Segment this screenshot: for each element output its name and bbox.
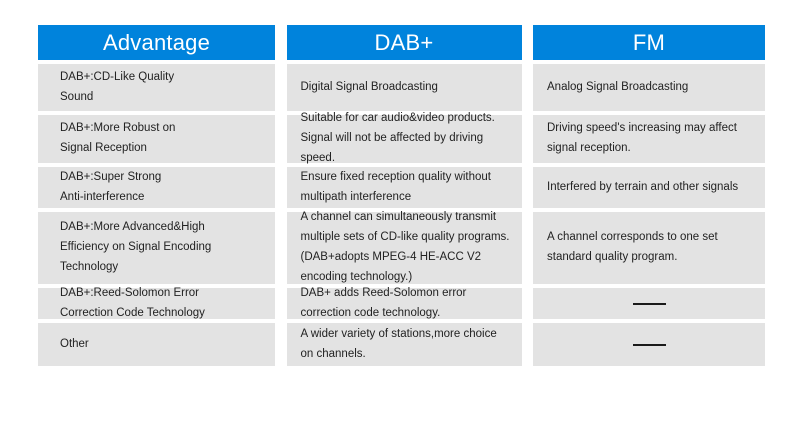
cell-text-line: DAB+:Reed-Solomon Error: [60, 286, 200, 299]
table-cell: Other: [38, 323, 275, 366]
column-header-dabplus: DAB+: [286, 25, 522, 60]
cell-text-line: encoding technology.): [300, 270, 413, 283]
cell-text-line: A wider variety of stations,more choice: [300, 327, 497, 340]
cell-text-line: correction code technology.: [300, 306, 441, 319]
cell-text-line: standard quality program.: [547, 251, 678, 263]
cell-text-line: Correction Code Technology: [60, 306, 205, 319]
table-cell: Ensure fixed reception quality without mu…: [286, 167, 522, 208]
table-cell: A channel can simultaneously transmit mul…: [286, 211, 522, 284]
cell-text-line: signal reception.: [547, 142, 631, 154]
table-cell: [533, 288, 765, 319]
cell-text-line: multiple sets of CD-like quality program…: [300, 231, 510, 244]
table-cell: Driving speed's increasing may affect sig…: [533, 115, 765, 163]
cell-text-line: A channel can simultaneously transmit: [300, 211, 497, 224]
column-header-fm: FM: [533, 25, 765, 60]
table-cell: Suitable for car audio&video products. Si…: [286, 112, 522, 164]
cell-text-line: Sound: [60, 90, 94, 103]
cell-text-line: DAB+:More Advanced&High: [60, 221, 205, 234]
table-cell: DAB+:More Robust on Signal Reception: [38, 115, 275, 163]
cell-text-line: DAB+ adds Reed-Solomon error: [300, 286, 467, 299]
table-cell: DAB+ adds Reed-Solomon error correction c…: [286, 287, 522, 319]
cell-text-line: DAB+:More Robust on: [60, 122, 176, 135]
cell-text-line: speed.: [300, 151, 336, 164]
dash-icon: [632, 302, 666, 305]
cell-text-line: Digital Signal Broadcasting: [300, 80, 438, 93]
table-cell: Analog Signal Broadcasting: [533, 64, 765, 111]
cell-text-line: (DAB+adopts MPEG-4 HE-ACC V2: [300, 251, 482, 263]
cell-text-line: Interfered by terrain and other signals: [547, 180, 739, 193]
cell-text-line: Signal will not be affected by driving: [300, 132, 484, 145]
table-cell: A channel corresponds to one set standard…: [533, 212, 765, 284]
cell-text-line: Signal Reception: [60, 142, 147, 154]
column-header-advantage: Advantage: [38, 25, 275, 60]
dash-icon: [632, 343, 666, 346]
table-cell: A wider variety of stations,more choice o…: [286, 323, 522, 366]
cell-text-line: on channels.: [300, 347, 366, 360]
cell-text-line: Ensure fixed reception quality without: [300, 170, 492, 183]
cell-text-line: Anti-interference: [60, 190, 145, 203]
cell-text-line: Driving speed's increasing may affect: [547, 122, 737, 135]
table-cell: [533, 323, 765, 366]
table-cell: Interfered by terrain and other signals: [533, 167, 765, 208]
cell-text-line: multipath interference: [300, 190, 412, 203]
cell-text-line: Analog Signal Broadcasting: [547, 80, 689, 93]
cell-text-line: Technology: [60, 260, 119, 273]
cell-text-line: DAB+:CD-Like Quality: [60, 70, 175, 83]
cell-text-line: A channel corresponds to one set: [547, 231, 718, 244]
table-cell: Digital Signal Broadcasting: [286, 64, 522, 111]
cell-text-line: DAB+:Super Strong: [60, 170, 162, 183]
cell-text-line: Efficiency on Signal Encoding: [60, 241, 212, 254]
cell-text-line: Other: [60, 337, 89, 350]
cell-text-line: Suitable for car audio&video products.: [300, 112, 495, 125]
